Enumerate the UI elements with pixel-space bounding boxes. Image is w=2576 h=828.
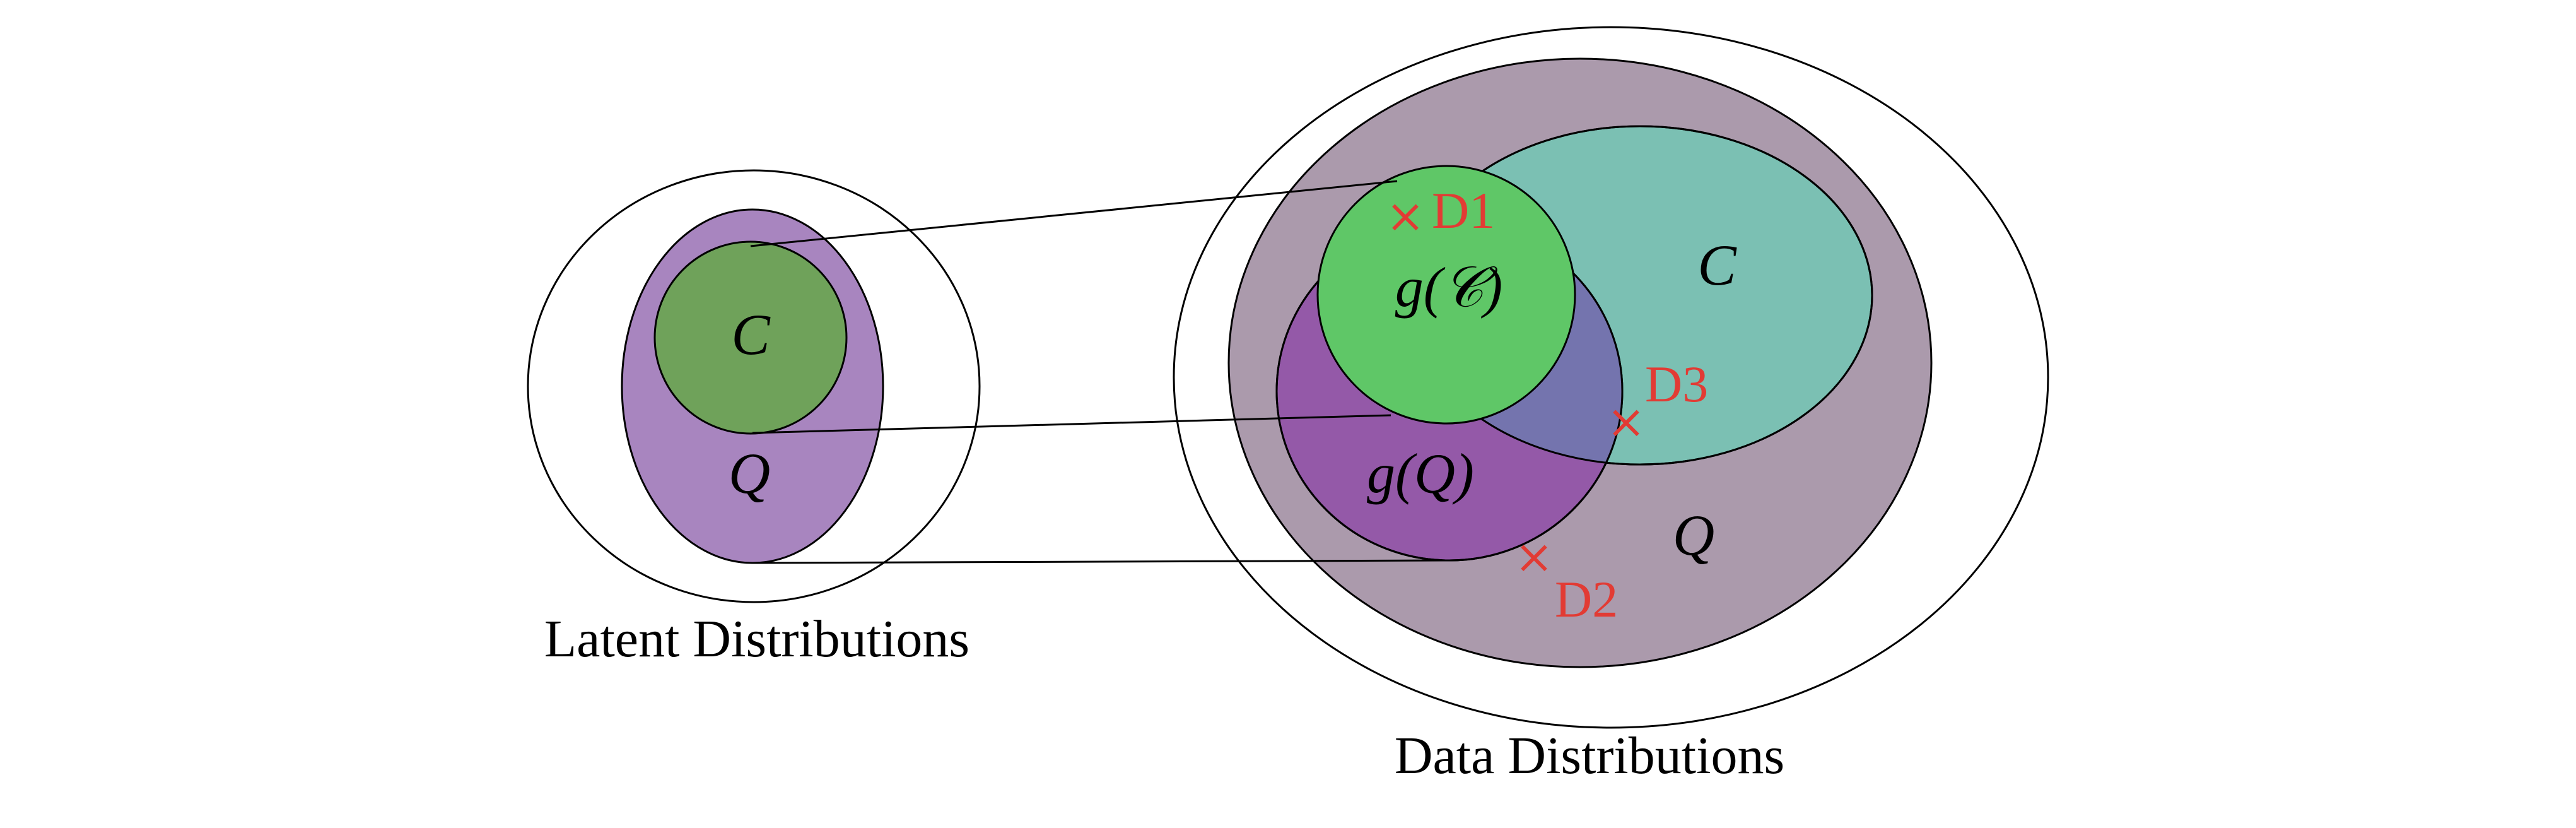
connector-bottom-line [752, 559, 1451, 564]
connector-middle-line [752, 414, 1391, 434]
data-q-label: Q [1673, 503, 1714, 567]
data-caption: Data Distributions [1395, 726, 1784, 785]
gc-label: g(𝒞) [1395, 257, 1503, 319]
marker-d1-label: D1 [1432, 182, 1495, 239]
marker-d2-cross-icon: × [1514, 529, 1554, 584]
marker-d1: × D1 [1386, 182, 1495, 244]
marker-d2: × D2 [1514, 529, 1618, 627]
latent-c-label: C [731, 302, 771, 367]
marker-d1-cross-icon: × [1386, 189, 1425, 243]
latent-caption: Latent Distributions [544, 610, 969, 668]
marker-d2-label: D2 [1555, 571, 1618, 628]
latent-q-label: Q [729, 441, 770, 506]
gq-label: g(Q) [1367, 443, 1474, 506]
connector-top-line [750, 180, 1398, 247]
gc-circle [1316, 165, 1576, 425]
marker-d3-cross-icon: × [1607, 394, 1646, 449]
marker-d3-label: D3 [1645, 355, 1708, 413]
data-c-label: C [1697, 233, 1737, 297]
marker-d3: × D3 [1607, 355, 1708, 449]
data-outer-ellipse [1173, 26, 2049, 729]
latent-c-circle [653, 240, 848, 435]
latent-outer-ellipse [527, 169, 981, 603]
